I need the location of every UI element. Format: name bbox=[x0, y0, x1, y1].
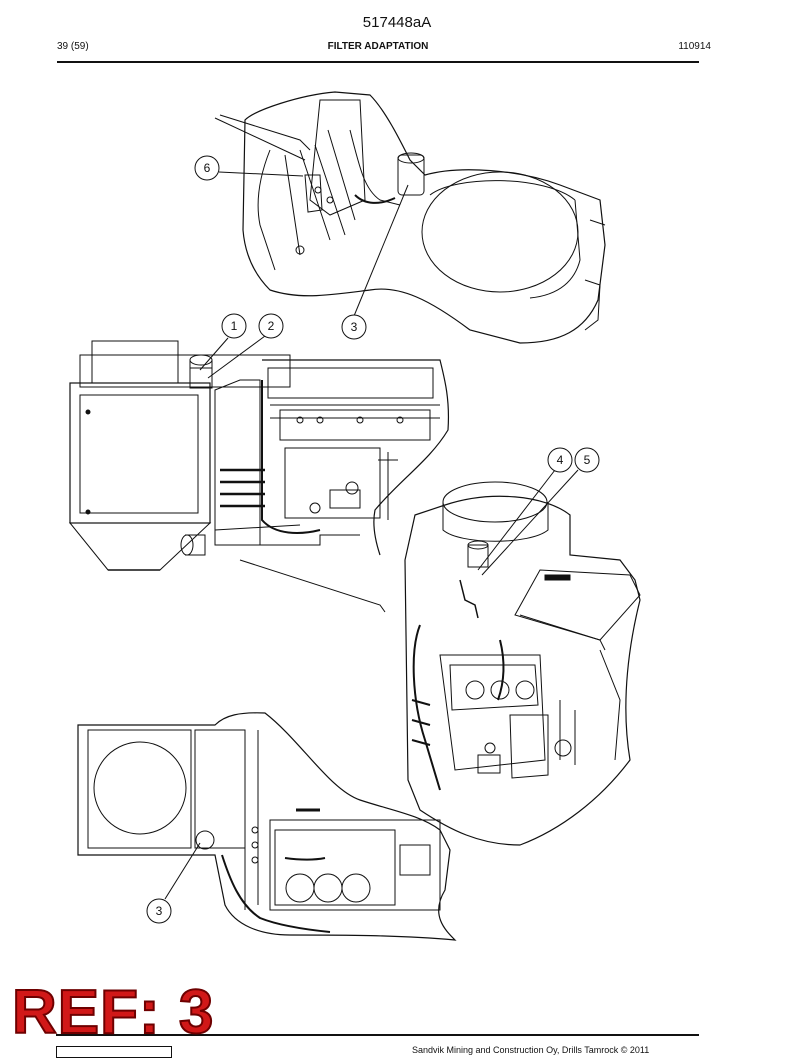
document-number: 517448aA bbox=[362, 14, 432, 31]
callout-circles bbox=[146, 155, 600, 924]
callout-3-bottom: 3 bbox=[156, 904, 163, 918]
footer-copyright: Sandvik Mining and Construction Oy, Dril… bbox=[412, 1045, 650, 1055]
callout-4: 4 bbox=[557, 453, 564, 467]
callout-2: 2 bbox=[268, 319, 275, 333]
header-rule bbox=[57, 61, 699, 63]
bottom-view bbox=[77, 712, 457, 941]
callout-1: 1 bbox=[231, 319, 238, 333]
leader-lines bbox=[164, 171, 579, 900]
company-logo bbox=[56, 1046, 172, 1058]
callout-3-top: 3 bbox=[351, 320, 358, 334]
page-title: FILTER ADAPTATION bbox=[327, 41, 429, 52]
isometric-view bbox=[404, 481, 641, 846]
page-number: 39 (59) bbox=[57, 41, 89, 52]
callout-5: 5 bbox=[584, 453, 591, 467]
footer-rule bbox=[56, 1034, 699, 1036]
top-detail-view bbox=[214, 91, 606, 344]
callout-6: 6 bbox=[204, 161, 211, 175]
reference-stamp: REF: 3 bbox=[11, 978, 215, 1047]
side-view bbox=[68, 340, 450, 613]
date-code: 110914 bbox=[678, 41, 711, 52]
